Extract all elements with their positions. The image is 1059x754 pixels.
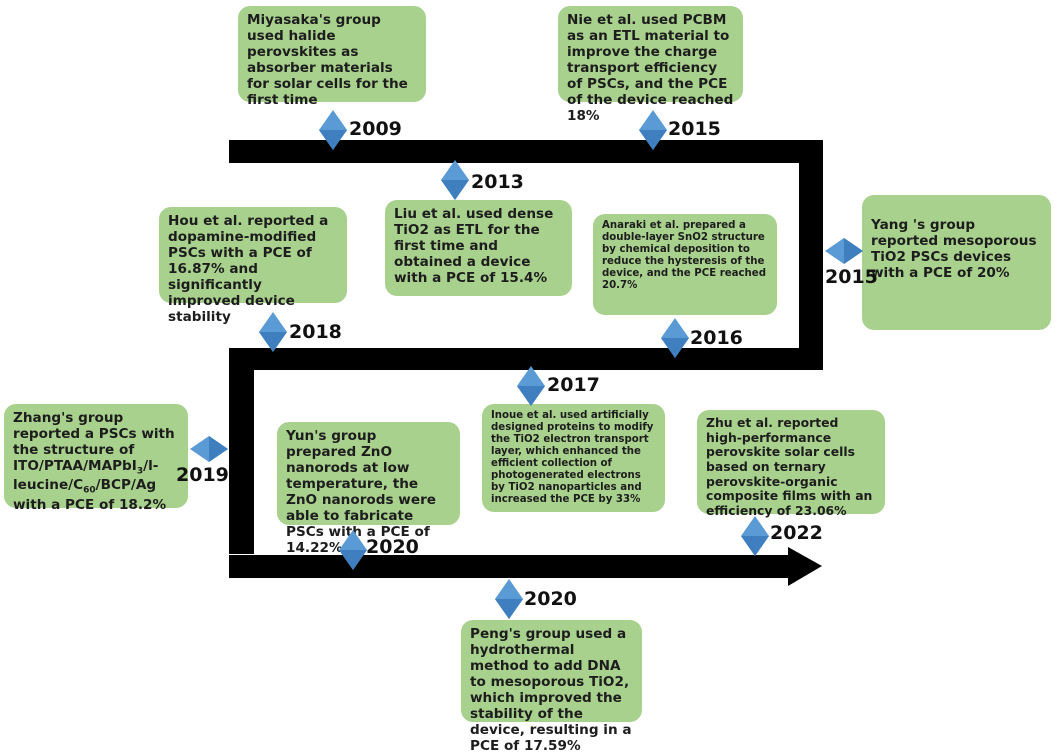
event-card-2013: Liu et al. used dense TiO2 as ETL for th… [385,200,572,296]
diamond-marker-icon [495,579,523,619]
event-card-2015-yang: Yang 's group reported mesoporous TiO2 P… [862,195,1051,330]
track-right-connector [799,140,823,350]
diamond-marker-icon [741,516,769,556]
event-2019-sub-60: 60 [83,486,96,497]
event-card-2018: Hou et al. reported a dopamine-modified … [159,207,347,325]
diamond-marker-icon [661,318,689,358]
year-label-2016: 2016 [690,327,743,349]
event-card-2020-yun: Yun's group prepared ZnO nanorods at low… [277,422,460,556]
year-label-2017: 2017 [547,374,600,396]
year-label-2015-nie: 2015 [668,118,721,140]
track-row-2 [254,348,823,370]
diamond-marker-icon [339,530,367,570]
track-row-1 [229,140,799,163]
track-row-3 [229,555,789,578]
event-card-2017: Inoue et al. used artificially designed … [482,404,665,512]
year-label-2015-yang: 2015 [825,266,878,288]
event-2019-text-c: /BCP/Ag with a PCE of 18.2% [13,477,167,513]
diamond-marker-icon [441,160,469,200]
year-label-2013: 2013 [471,171,524,193]
diamond-marker-icon [639,110,667,150]
event-card-2022: Zhu et al. reported high-performance per… [697,410,885,518]
year-label-2009: 2009 [349,118,402,140]
event-2019-text-b: /l-leucine/C [13,458,159,494]
event-card-2015-nie: Nie et al. used PCBM as an ETL material … [558,6,743,124]
event-card-2009: Miyasaka's group used halide perovskites… [238,6,426,108]
diamond-marker-icon [259,312,287,352]
event-card-2019: Zhang's group reported a PSCs with the s… [4,404,188,513]
year-label-2018: 2018 [289,321,342,343]
event-2019-text-a: Zhang's group reported a PSCs with the s… [13,410,175,475]
event-card-2020-peng: Peng's group used a hydrothermal method … [461,620,642,754]
track-left-connector [229,348,254,554]
year-label-2020-yun: 2020 [366,536,419,558]
timeline-diagram: Miyasaka's group used halide perovskites… [4,6,1051,754]
year-label-2020-peng: 2020 [524,588,577,610]
year-label-2019: 2019 [176,464,229,486]
diamond-marker-icon [517,366,545,406]
year-label-2022: 2022 [770,522,823,544]
diamond-marker-icon [190,436,228,462]
event-2019-sub-3: 3 [136,466,144,477]
diamond-marker-icon [825,238,863,264]
timeline-track [229,140,823,586]
event-card-2016: Anaraki et al. prepared a double-layer S… [593,214,777,315]
diamond-marker-icon [319,110,347,150]
track-arrowhead [788,547,822,586]
